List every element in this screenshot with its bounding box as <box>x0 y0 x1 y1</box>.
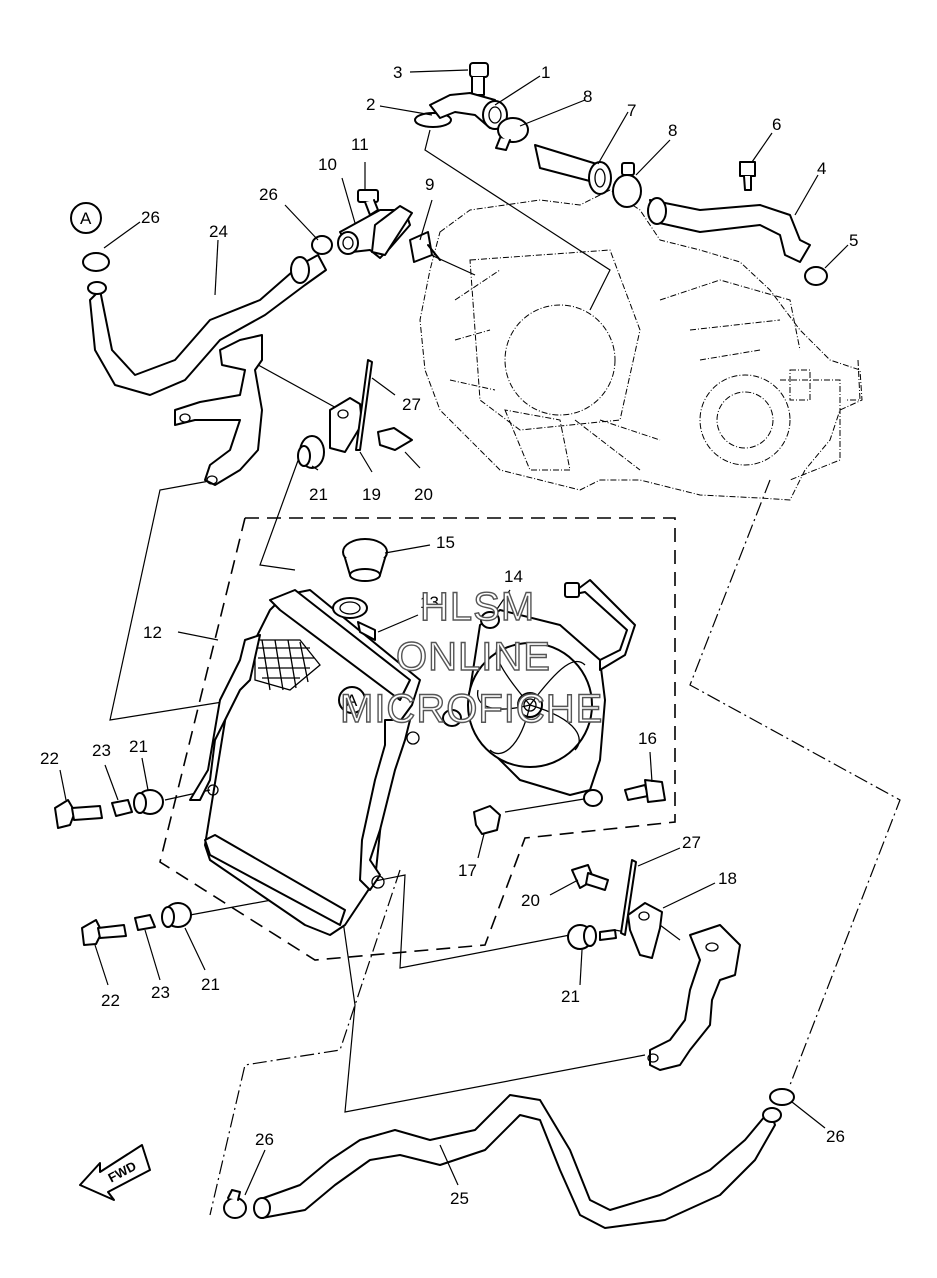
callout-14: 14 <box>504 567 523 586</box>
callout-4: 4 <box>817 159 826 178</box>
callout-24: 24 <box>209 222 228 241</box>
clip <box>473 805 501 835</box>
radiator-assembly-box <box>159 517 676 961</box>
lower-left-hardware <box>54 789 192 946</box>
ref-mark-circle-top <box>70 202 102 234</box>
water-pump-outlet <box>70 189 441 396</box>
callout-leaders <box>59 69 849 1196</box>
callout-11: 11 <box>351 135 369 154</box>
callout-27-b: 27 <box>682 833 701 852</box>
callout-27-a: 27 <box>402 395 421 414</box>
radiator <box>189 589 421 936</box>
callout-26-c: 26 <box>255 1130 274 1149</box>
callout-22-b: 22 <box>101 991 120 1010</box>
callout-8-upper: 8 <box>583 87 592 106</box>
lower-hose <box>223 1088 795 1229</box>
fwd-arrow-icon: FWD <box>79 1144 151 1201</box>
lower-right-hardware <box>567 859 741 1071</box>
callout-20-a: 20 <box>414 485 433 504</box>
callout-3: 3 <box>393 63 402 82</box>
callout-labels: 3 1 2 8 7 8 6 4 5 9 10 11 26 26 24 27 19… <box>40 63 858 1208</box>
callout-15: 15 <box>436 533 455 552</box>
callout-21-c: 21 <box>201 975 220 994</box>
watermark-line-3: MICROFICHE <box>340 687 603 731</box>
callout-5: 5 <box>849 231 858 250</box>
callout-18: 18 <box>718 869 737 888</box>
callout-6: 6 <box>772 115 781 134</box>
callout-25: 25 <box>450 1189 469 1208</box>
callout-16: 16 <box>638 729 657 748</box>
callout-12: 12 <box>143 623 162 642</box>
callout-26-b: 26 <box>141 208 160 227</box>
callout-23-b: 23 <box>151 983 170 1002</box>
callout-20-b: 20 <box>521 891 540 910</box>
ref-mark-a-radiator: A <box>346 691 358 710</box>
watermark-line-2: ONLINE <box>396 635 551 679</box>
engine-outline <box>419 189 863 501</box>
radiator-cap <box>342 538 388 582</box>
callout-22-a: 22 <box>40 749 59 768</box>
thermostat-outlet <box>414 62 828 286</box>
callout-9: 9 <box>425 175 434 194</box>
bracket-upper <box>174 334 413 486</box>
callout-10: 10 <box>318 155 337 174</box>
watermark: HLSM ONLINE MICROFICHE <box>339 584 603 731</box>
callout-8-lower: 8 <box>668 121 677 140</box>
callout-21-a: 21 <box>309 485 328 504</box>
ref-mark-radiator: A <box>338 686 366 714</box>
callout-26-a: 26 <box>259 185 278 204</box>
callout-13: 13 <box>420 593 439 612</box>
callout-7: 7 <box>627 101 636 120</box>
fan-bolt <box>624 779 666 803</box>
callout-21-d: 21 <box>561 987 580 1006</box>
callout-23-a: 23 <box>92 741 111 760</box>
watermark-line-1: HLSM <box>420 585 535 629</box>
callout-21-b: 21 <box>129 737 148 756</box>
cooling-fan <box>442 579 636 807</box>
callout-2: 2 <box>366 95 375 114</box>
callout-17: 17 <box>458 861 477 880</box>
ref-mark-a-top: A <box>80 209 92 228</box>
callout-19: 19 <box>362 485 381 504</box>
callout-26-d: 26 <box>826 1127 845 1146</box>
callout-1: 1 <box>541 63 550 82</box>
